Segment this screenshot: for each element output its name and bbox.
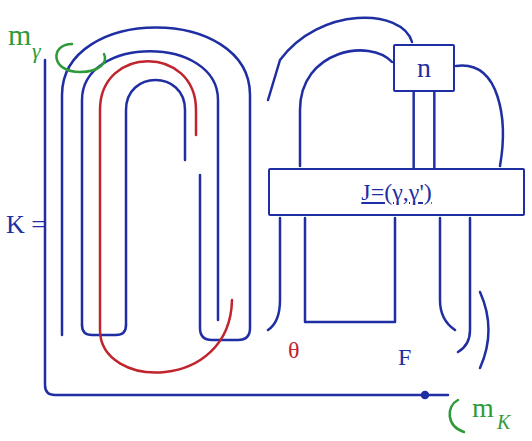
parameter-box: n <box>393 44 455 92</box>
knot-strand <box>300 50 392 166</box>
knot-strand-connector <box>433 92 436 168</box>
knot-strand <box>126 80 185 325</box>
knot-strand <box>458 218 470 352</box>
knot-label: K = <box>6 212 46 238</box>
theta-curve <box>100 61 232 372</box>
meridian-loop <box>56 44 105 72</box>
knot-strand <box>268 18 412 100</box>
knot-strand <box>305 218 395 322</box>
knot-strand <box>268 218 280 330</box>
meridian-label: m <box>8 20 31 50</box>
curve-label: θ <box>288 338 300 362</box>
surface-label: F <box>398 345 411 369</box>
meridian-loop <box>450 400 464 432</box>
meridian-label: m <box>472 394 494 422</box>
knot-strand-connector <box>412 92 415 168</box>
knot-strand <box>440 218 455 330</box>
knot-strand <box>45 60 448 395</box>
knot-strand <box>62 28 250 341</box>
knot-strand <box>82 325 126 335</box>
box-text: n <box>417 52 431 84</box>
box-text: J=(γ,γ') <box>361 179 431 206</box>
meridian-subscript: γ <box>32 40 41 62</box>
knot-strand <box>456 66 503 166</box>
point-dot <box>422 392 428 398</box>
meridian-subscript: K <box>497 412 510 432</box>
bracket <box>480 292 489 368</box>
tangle-box: J=(γ,γ') <box>268 168 525 216</box>
